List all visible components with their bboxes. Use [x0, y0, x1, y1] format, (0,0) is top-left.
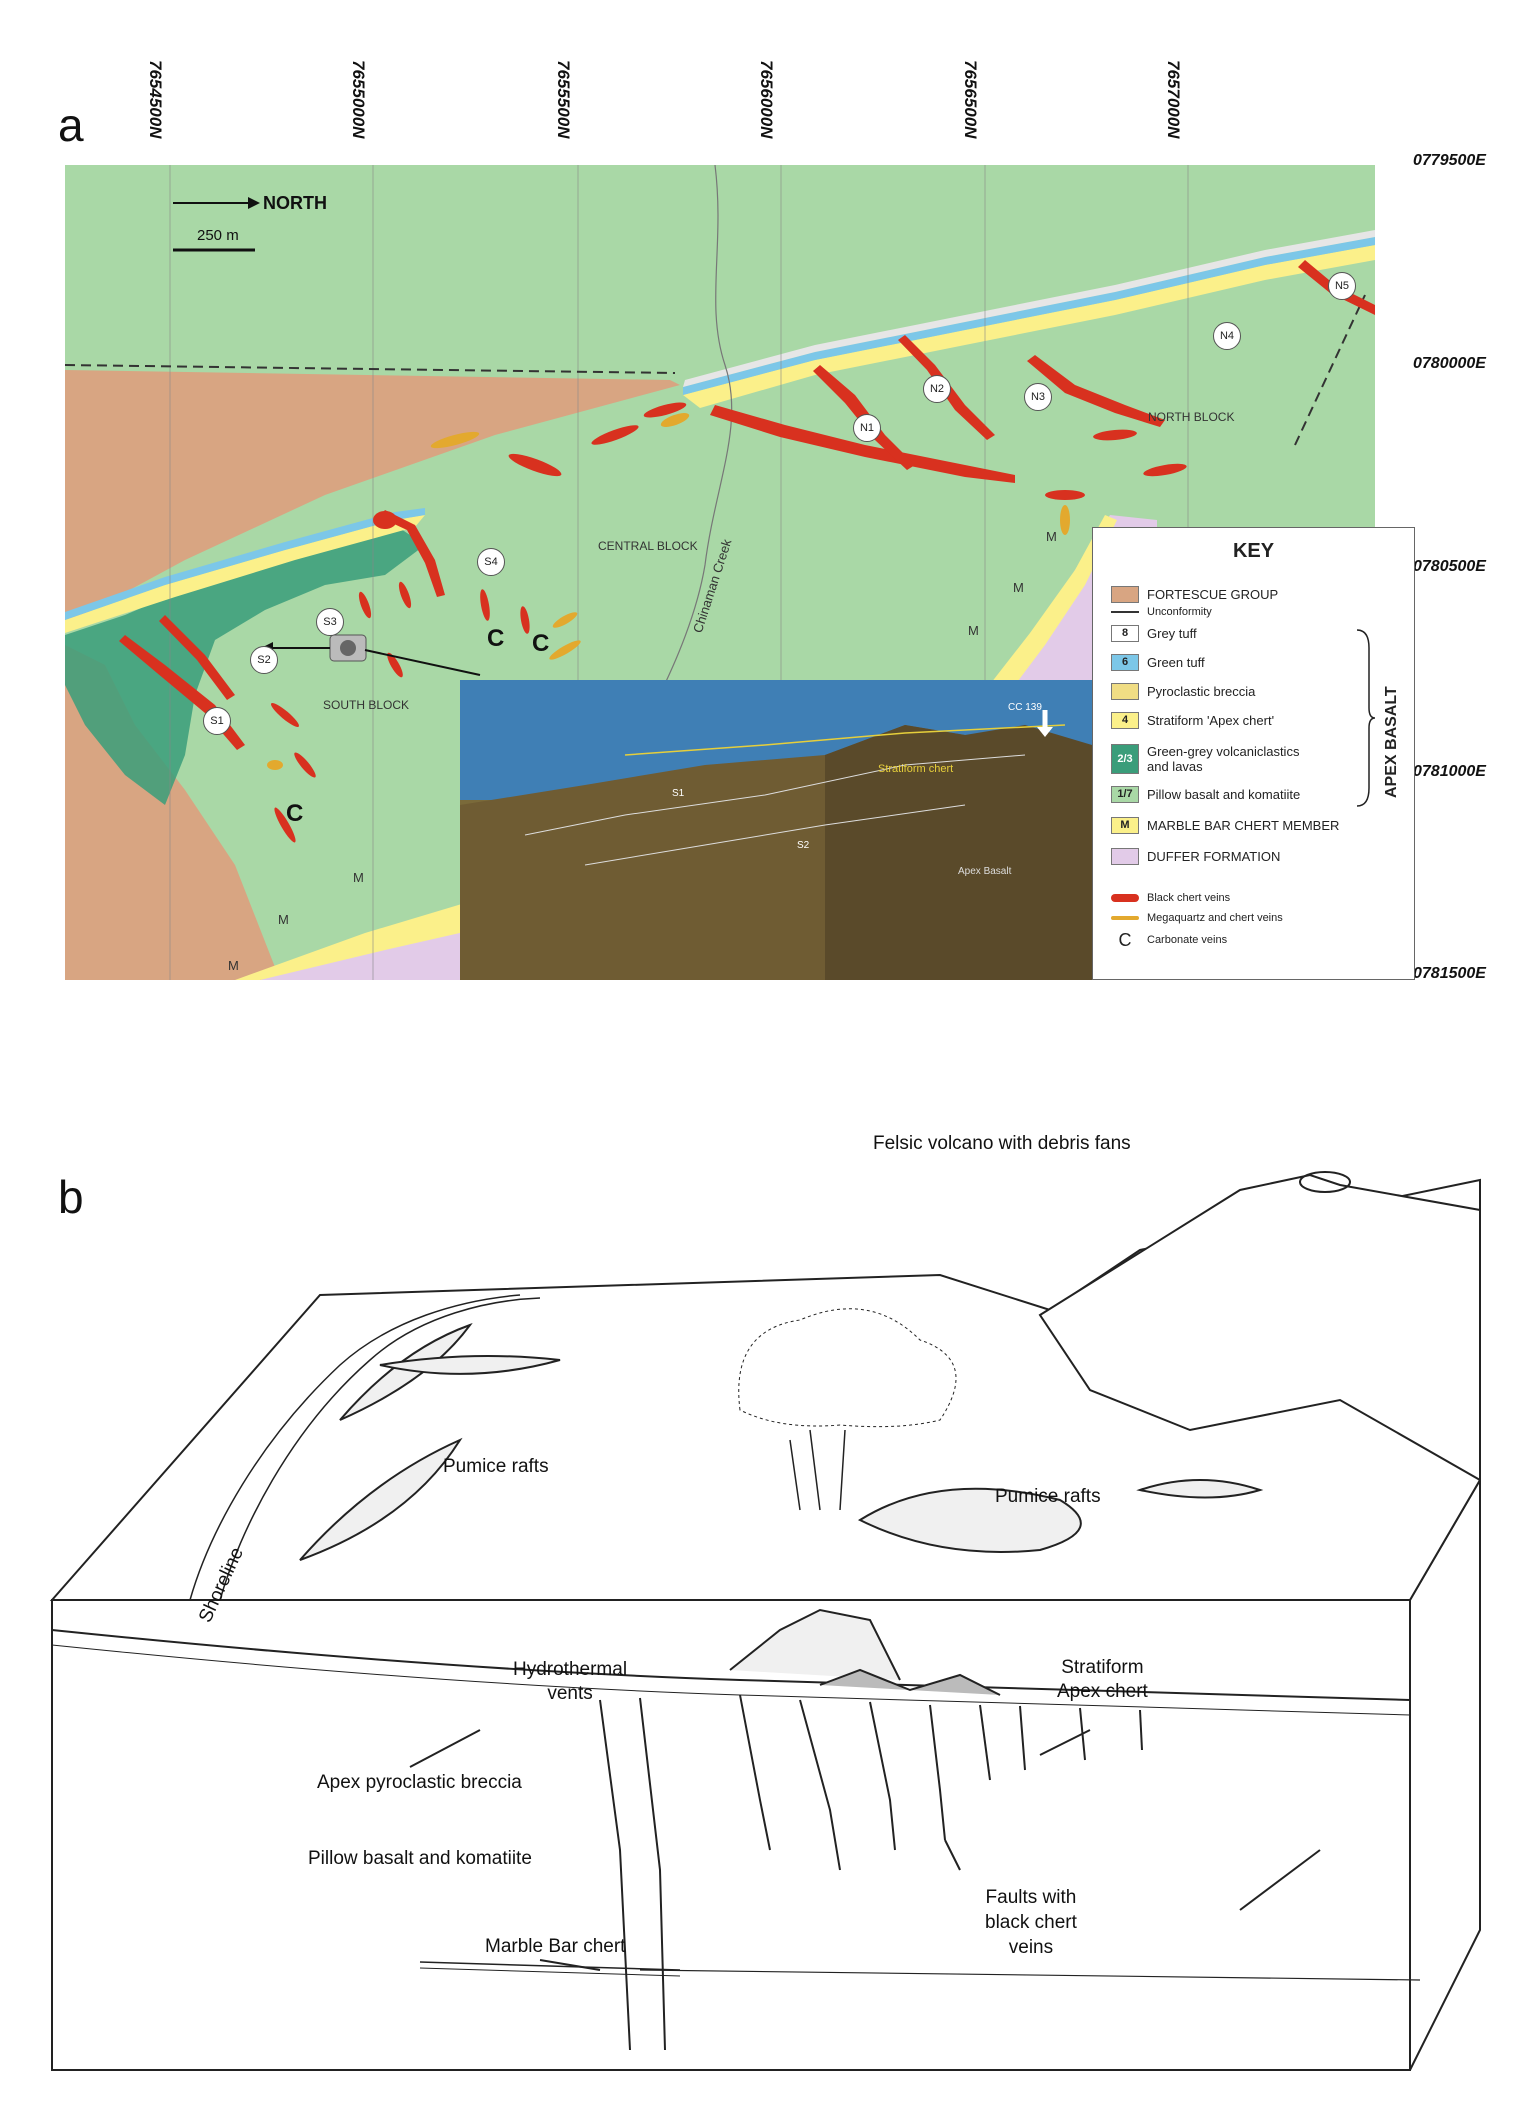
pumice-rafts-label: Pumice rafts: [443, 1456, 549, 1477]
photo-sample-label: CC 139: [1008, 702, 1042, 713]
northing-label: 7656500N: [961, 60, 980, 139]
marble-bar-chert-label: Marble Bar chert: [485, 1936, 626, 1957]
northing-label: 7656000N: [757, 60, 776, 139]
vein-label-n4: N4: [1213, 322, 1241, 350]
photo-s1-label: S1: [672, 788, 685, 799]
easting-label: 0780500E: [1413, 558, 1486, 575]
easting-label: 0779500E: [1413, 152, 1486, 169]
marble-bar-label: M: [228, 958, 239, 973]
key-item: Unconformity: [1111, 602, 1212, 622]
key-label: Stratiform 'Apex chert': [1147, 712, 1275, 728]
central-block-label: CENTRAL BLOCK: [598, 539, 698, 553]
northing-label: 7655000N: [349, 60, 368, 139]
carbonate-vein-label: C: [532, 630, 550, 657]
key-item: Pyroclastic breccia: [1111, 681, 1255, 701]
key-label: Unconformity: [1147, 606, 1212, 618]
photo-stratiform-label: Stratiform chert: [878, 763, 954, 775]
map-key: KEY FORTESCUE GROUP Unconformity 8 Grey t…: [1092, 527, 1415, 980]
key-item: M MARBLE BAR CHERT MEMBER: [1111, 815, 1339, 835]
vein-label-n5: N5: [1328, 272, 1356, 300]
key-item: C Carbonate veins: [1111, 929, 1228, 950]
photo-apex-basalt-label: Apex Basalt: [958, 866, 1012, 877]
key-swatch: 2/3: [1111, 744, 1139, 774]
volcano-label: Felsic volcano with debris fans: [873, 1133, 1131, 1154]
marble-bar-label: M: [278, 912, 289, 927]
key-label: Carbonate veins: [1147, 934, 1228, 946]
key-item: 2/3 Green-grey volcaniclastics and lavas: [1111, 741, 1307, 777]
key-label: DUFFER FORMATION: [1147, 848, 1281, 864]
hydrothermal-vents-label: Hydrothermal vents: [513, 1659, 628, 1704]
key-swatch: 8: [1111, 624, 1139, 642]
key-item: Megaquartz and chert veins: [1111, 908, 1283, 928]
key-label: FORTESCUE GROUP: [1147, 586, 1279, 602]
key-item: Black chert veins: [1111, 888, 1230, 908]
key-item: 4 Stratiform 'Apex chert': [1111, 710, 1274, 730]
key-label: MARBLE BAR CHERT MEMBER: [1147, 817, 1340, 833]
key-item: 6 Green tuff: [1111, 652, 1205, 672]
faults-label: Faults with black chert veins: [985, 1887, 1077, 1958]
pumice-rafts-label: Pumice rafts: [995, 1486, 1101, 1507]
northing-label: 7654500N: [146, 60, 165, 139]
panel-a-letter: a: [58, 99, 84, 151]
key-swatch: 4: [1111, 711, 1139, 729]
carbonate-vein-label: C: [286, 800, 304, 827]
carbonate-vein-label: C: [487, 625, 505, 652]
key-label: Green tuff: [1147, 654, 1205, 670]
vein-label-s2: S2: [250, 646, 278, 674]
scale-bar-label: 250 m: [197, 227, 239, 244]
apex-pyroclastic-breccia-label: Apex pyroclastic breccia: [317, 1772, 522, 1793]
easting-label: 0780000E: [1413, 355, 1486, 372]
marble-bar-label: M: [968, 623, 979, 638]
marble-bar-label: M: [1013, 580, 1024, 595]
stratiform-apex-chert-label: Stratiform Apex chert: [1057, 1657, 1148, 1702]
apex-basalt-group-label: APEX BASALT: [1383, 686, 1400, 798]
key-label: Pyroclastic breccia: [1147, 683, 1256, 699]
marble-bar-label: M: [1046, 529, 1057, 544]
key-swatch: 1/7: [1111, 785, 1139, 803]
north-block-label: NORTH BLOCK: [1148, 410, 1235, 424]
key-label: Pillow basalt and komatiite: [1147, 786, 1301, 802]
south-block-label: SOUTH BLOCK: [323, 698, 410, 712]
key-swatch: 6: [1111, 653, 1139, 671]
vein-label-s4: S4: [477, 548, 505, 576]
key-swatch: [1111, 682, 1139, 700]
block-diagram: [49, 1171, 1481, 2071]
pillow-basalt-label: Pillow basalt and komatiite: [308, 1848, 532, 1869]
vein-label-s1: S1: [203, 707, 231, 735]
panel-b-letter: b: [58, 1171, 84, 1223]
key-label: Green-grey volcaniclastics and lavas: [1147, 744, 1300, 774]
northing-label: 7657000N: [1164, 60, 1183, 139]
key-code: C: [1118, 929, 1132, 950]
key-label: Black chert veins: [1147, 892, 1231, 904]
key-label: Grey tuff: [1147, 625, 1197, 641]
key-item: 8 Grey tuff: [1111, 623, 1197, 643]
key-label: Megaquartz and chert veins: [1147, 912, 1283, 924]
vein-label-n1: N1: [853, 414, 881, 442]
key-swatch: [1111, 585, 1139, 603]
key-title: KEY: [1232, 540, 1275, 562]
northing-label: 7655500N: [554, 60, 573, 139]
key-item: 1/7 Pillow basalt and komatiite: [1111, 784, 1300, 804]
vein-label-s3: S3: [316, 608, 344, 636]
key-item: FORTESCUE GROUP: [1111, 584, 1278, 604]
photo-s2-label: S2: [797, 840, 810, 851]
easting-label: 0781000E: [1413, 763, 1486, 780]
key-bracket: [1356, 629, 1375, 807]
north-arrow-label: NORTH: [263, 193, 327, 213]
vein-label-n2: N2: [923, 375, 951, 403]
vein-label-n3: N3: [1024, 383, 1052, 411]
key-item: DUFFER FORMATION: [1111, 846, 1280, 866]
marble-bar-label: M: [353, 870, 364, 885]
easting-label: 0781500E: [1413, 965, 1486, 982]
key-swatch: M: [1111, 816, 1139, 834]
key-swatch: [1111, 847, 1139, 865]
